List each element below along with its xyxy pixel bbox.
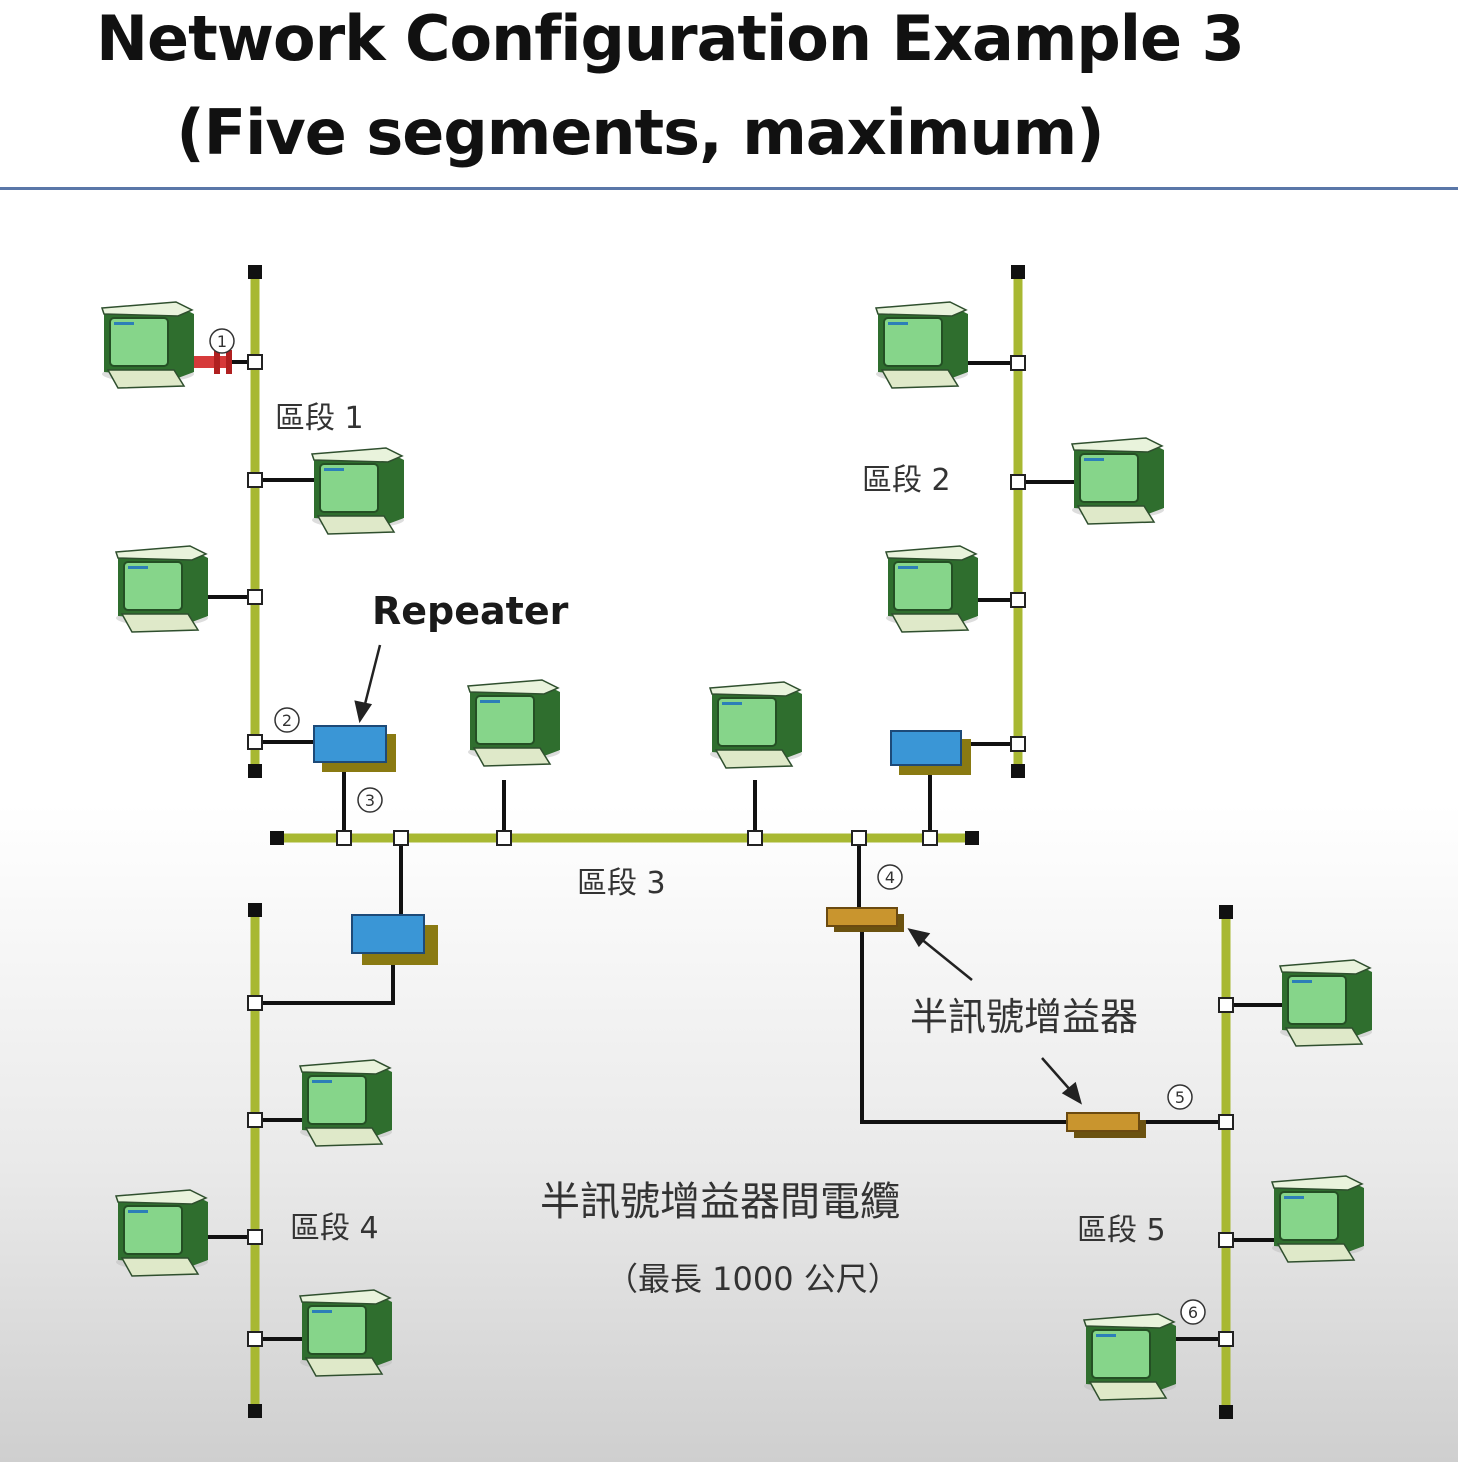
- repeater-icon: [313, 725, 396, 772]
- computer-icon: [115, 1189, 209, 1277]
- link-cable-note: （最長 1000 公尺）: [606, 1260, 900, 1298]
- repeater-icon: [890, 730, 971, 775]
- marker-2: 2: [274, 707, 300, 733]
- page-subtitle: (Five segments, maximum): [176, 96, 1104, 169]
- computer-icon: [115, 545, 209, 633]
- segment-5-label: 區段 5: [1077, 1213, 1166, 1248]
- svg-text:6: 6: [1188, 1303, 1198, 1322]
- computer-icon: [1271, 1175, 1365, 1263]
- half-repeater-icon: [826, 907, 904, 932]
- computer-icon: [101, 301, 195, 389]
- marker-6: 6: [1180, 1299, 1206, 1325]
- half-repeater-icon: [1066, 1112, 1146, 1138]
- computer-icon: [467, 679, 561, 767]
- link-cable-label: 半訊號增益器間電纜: [540, 1179, 900, 1225]
- marker-4: 4: [877, 864, 903, 890]
- computer-icon: [1071, 437, 1165, 525]
- half-repeater-arrow-upper: [907, 928, 973, 981]
- svg-text:3: 3: [365, 791, 375, 810]
- computer-icon: [299, 1059, 393, 1147]
- page-title: Network Configuration Example 3: [96, 2, 1245, 75]
- segment-2-label: 區段 2: [862, 463, 951, 498]
- svg-text:2: 2: [282, 711, 292, 730]
- svg-text:1: 1: [217, 332, 227, 351]
- segment-4-backbone: [248, 903, 262, 1418]
- repeater-arrow: [354, 644, 382, 724]
- segment-1-backbone: [248, 265, 262, 778]
- tap-points: [247, 354, 1234, 1347]
- drop-cables: [186, 360, 1290, 1341]
- title-divider: [0, 187, 1458, 190]
- marker-1: 1: [209, 328, 235, 354]
- svg-text:5: 5: [1175, 1088, 1185, 1107]
- segment-5-backbone: [1219, 905, 1233, 1419]
- marker-3: 3: [357, 787, 383, 813]
- half-repeater-label: 半訊號增益器: [910, 995, 1138, 1039]
- svg-text:4: 4: [885, 868, 895, 887]
- segment-3-backbone: [270, 831, 979, 845]
- computer-icon: [875, 301, 969, 389]
- computer-icon: [311, 447, 405, 535]
- transceiver-icon: [188, 350, 232, 374]
- computer-icon: [299, 1289, 393, 1377]
- segment-1-label: 區段 1: [275, 401, 364, 436]
- computer-icon: [709, 681, 803, 769]
- computer-icon: [1083, 1313, 1177, 1401]
- computer-icon: [1279, 959, 1373, 1047]
- half-repeater-arrow-lower: [1041, 1057, 1083, 1105]
- segment-3-label: 區段 3: [577, 866, 666, 901]
- segment-4-label: 區段 4: [290, 1211, 379, 1246]
- marker-5: 5: [1167, 1084, 1193, 1110]
- repeater-icon: [351, 914, 438, 965]
- segment-2-backbone: [1011, 265, 1025, 778]
- computer-icon: [885, 545, 979, 633]
- repeater-label: Repeater: [372, 589, 569, 633]
